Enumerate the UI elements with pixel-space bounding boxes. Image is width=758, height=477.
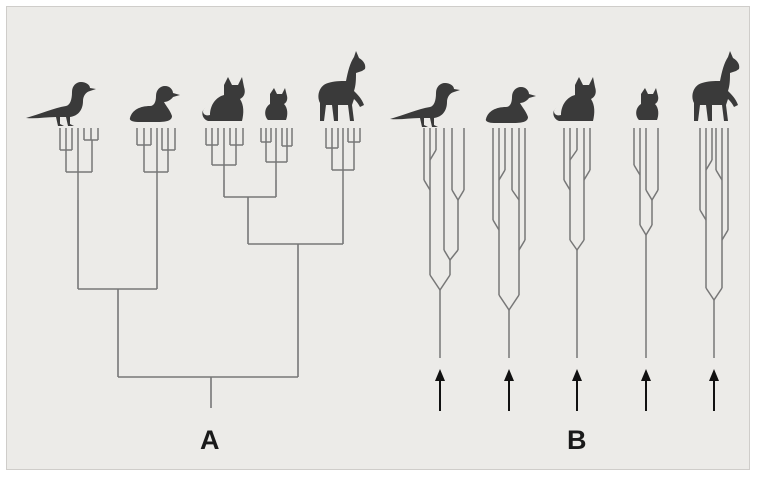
twig-bundle-horse (325, 128, 361, 200)
panel-a-twigs (59, 128, 361, 200)
panel-a-tree (77, 180, 344, 408)
lineage-small-cat (633, 128, 659, 358)
lineage-cat (563, 128, 591, 358)
small-cat-silhouette-a (265, 88, 288, 120)
small-cat-silhouette-b (636, 88, 659, 120)
arrow-up-icon (709, 369, 719, 411)
duck-silhouette-a (129, 86, 180, 122)
arrow-up-icon (504, 369, 514, 411)
bird-silhouette-b (390, 83, 460, 127)
lineage-duck (492, 128, 526, 358)
lineage-bird (423, 128, 465, 358)
cat-silhouette-b (553, 77, 596, 121)
arrow-up-icon (641, 369, 651, 411)
horse-silhouette-b (692, 51, 740, 121)
twig-bundle-small-cat (260, 128, 293, 180)
cat-silhouette-a (202, 77, 245, 121)
arrow-up-icon (435, 369, 445, 411)
lineage-horse (699, 128, 729, 358)
panel-b-lineages (423, 128, 729, 358)
twig-bundle-cat (205, 128, 244, 180)
twig-bundle-duck (136, 128, 176, 200)
arrow-up-icon (572, 369, 582, 411)
panel-a-label: A (200, 425, 220, 455)
horse-silhouette-a (318, 51, 366, 121)
panel-b-label: B (567, 425, 587, 455)
twig-bundle-bird (59, 128, 99, 200)
bird-silhouette-a (26, 82, 96, 126)
figure-frame (6, 6, 750, 470)
duck-silhouette-b (485, 87, 536, 123)
